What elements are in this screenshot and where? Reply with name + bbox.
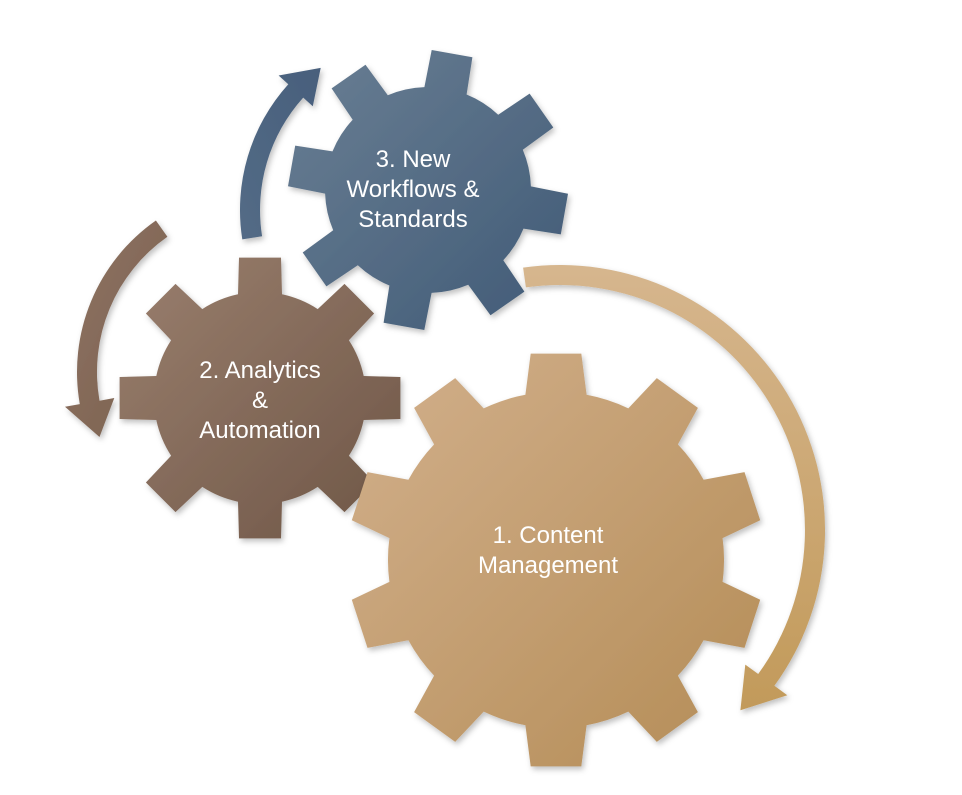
gear-new-workflows-standards xyxy=(288,50,568,330)
gear-content-management xyxy=(351,353,761,767)
cycle-arrow-workflows-up xyxy=(239,67,321,240)
gear-analytics-automation xyxy=(119,257,401,539)
cycle-arrow-analytics-down xyxy=(65,220,168,437)
